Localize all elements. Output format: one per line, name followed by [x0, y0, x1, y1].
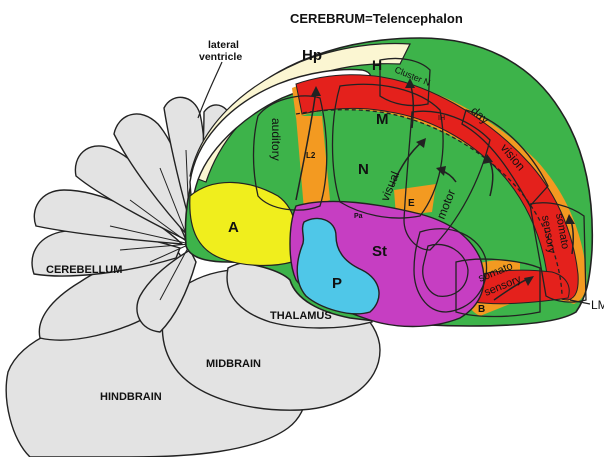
a-label: A	[228, 219, 239, 236]
e-label: E	[408, 198, 415, 209]
diagram-title: CEREBRUM=Telencephalon	[290, 11, 463, 26]
hp-label: Hp	[302, 47, 322, 64]
hindbrain-label: HINDBRAIN	[100, 391, 162, 403]
midbrain-label: MIDBRAIN	[206, 358, 261, 370]
st-label: St	[372, 243, 387, 260]
cerebellum-label: CEREBELLUM	[46, 264, 122, 276]
p-label: P	[332, 275, 342, 292]
lateral-ventricle-label-2: ventricle	[199, 51, 242, 63]
n-label: N	[358, 161, 369, 178]
pa-label: Pa	[354, 213, 363, 220]
thalamus-label: THALAMUS	[270, 310, 332, 322]
ih-label: IH	[438, 115, 445, 122]
lateral-ventricle-label: lateral	[208, 39, 239, 51]
auditory-label: auditory	[269, 118, 283, 161]
m-label: M	[376, 111, 389, 128]
h-label: H	[372, 57, 382, 73]
lm-label: LM	[591, 298, 604, 312]
l2-label: L2	[306, 151, 316, 160]
b-label: B	[478, 304, 485, 315]
